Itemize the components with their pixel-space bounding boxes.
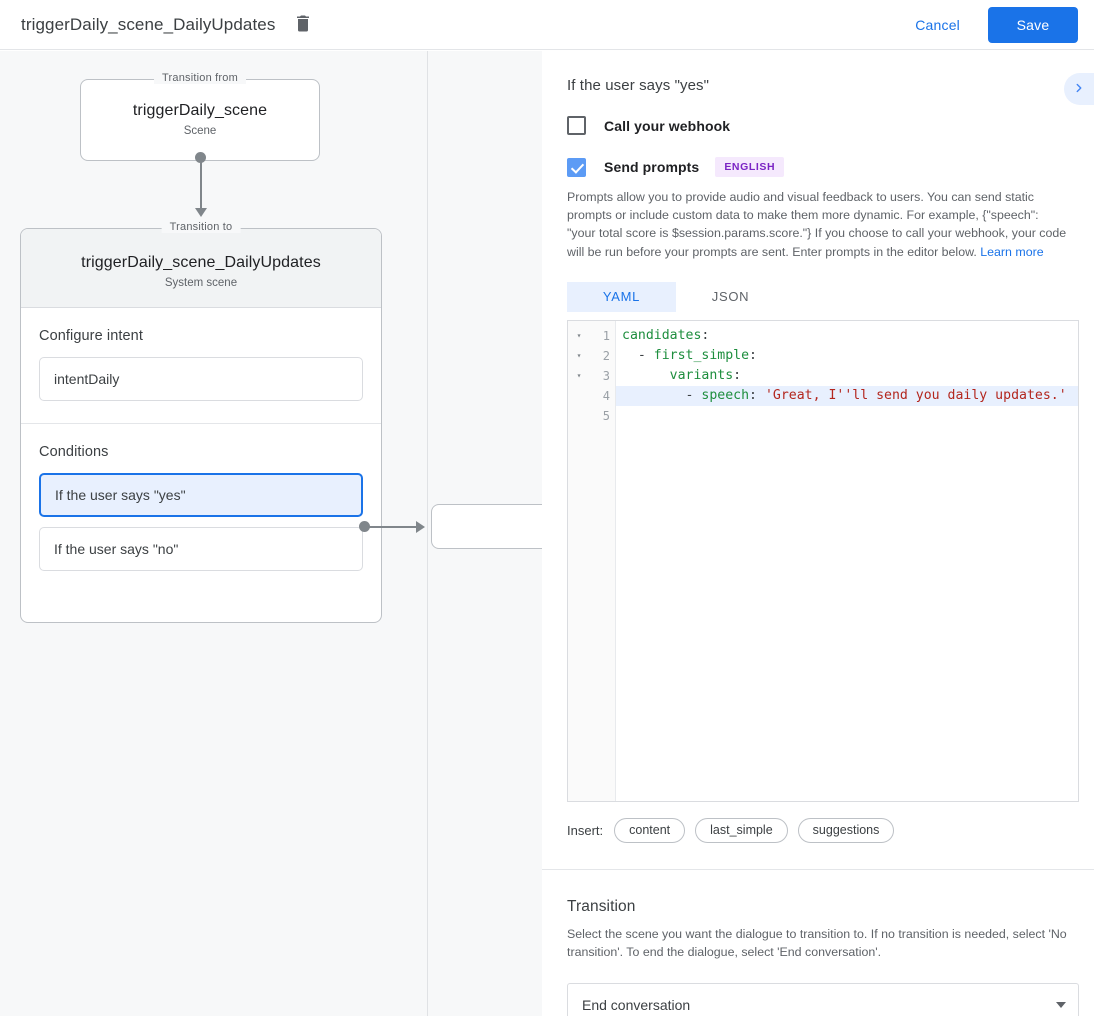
call-webhook-label: Call your webhook	[604, 117, 731, 134]
connector-line	[200, 158, 202, 212]
condition-connector-dot	[359, 521, 370, 532]
transition-select[interactable]: End conversation	[567, 983, 1079, 1016]
next-node-card[interactable]	[431, 504, 542, 549]
code-token: -	[622, 387, 702, 403]
transition-to-header[interactable]: triggerDaily_scene_DailyUpdates System s…	[21, 229, 381, 308]
condition-item-yes[interactable]: If the user says "yes"	[39, 473, 363, 517]
transition-description: Select the scene you want the dialogue t…	[567, 926, 1067, 960]
transition-from-node[interactable]: Transition from triggerDaily_scene Scene	[80, 72, 320, 161]
code-token: candidates	[622, 327, 702, 343]
condition-item-no[interactable]: If the user says "no"	[39, 527, 363, 571]
language-badge: ENGLISH	[715, 157, 785, 177]
section-divider	[542, 868, 1094, 870]
intent-field[interactable]: intentDaily	[39, 357, 363, 401]
insert-chip-content[interactable]: content	[614, 817, 686, 843]
transition-to-legend: Transition to	[161, 221, 241, 233]
code-token: :	[733, 367, 742, 383]
editor-code-line[interactable]: - speech: 'Great, I''ll send you daily u…	[616, 385, 1078, 406]
code-token: speech	[701, 387, 750, 403]
editor-fold-toggle[interactable]: ▾	[576, 370, 582, 380]
editor-line-number: 2	[602, 348, 610, 363]
transition-select-value: End conversation	[582, 997, 691, 1014]
prompts-help-text: Prompts allow you to provide audio and v…	[567, 188, 1069, 261]
editor-code-line[interactable]	[616, 406, 1078, 426]
conditions-label: Conditions	[39, 444, 109, 460]
top-bar-actions: Cancel Save	[901, 6, 1094, 43]
code-token	[622, 368, 670, 383]
save-button[interactable]: Save	[988, 6, 1078, 43]
send-prompts-checkbox[interactable]	[567, 157, 586, 177]
code-token: first_simple	[653, 347, 750, 363]
delete-button[interactable]	[290, 12, 316, 38]
code-token: :	[749, 387, 765, 403]
conditions-section: Conditions If the user says "yes" If the…	[21, 423, 381, 593]
editor-line-number: 5	[602, 408, 610, 423]
insert-row: Insert: content last_simple suggestions	[567, 817, 1069, 843]
tab-json[interactable]: JSON	[676, 282, 785, 312]
tab-yaml[interactable]: YAML	[567, 281, 676, 312]
editor-line-number: 1	[602, 328, 610, 343]
trash-icon	[295, 14, 311, 35]
insert-chip-last-simple[interactable]: last_simple	[695, 817, 788, 843]
editor-fold-toggle	[568, 406, 590, 426]
transition-from-subtitle: Scene	[183, 125, 217, 137]
chevron-down-icon	[1056, 1002, 1066, 1009]
connector-dot	[195, 152, 206, 163]
top-bar: triggerDaily_scene_DailyUpdates Cancel S…	[0, 0, 1094, 50]
insert-chip-suggestions[interactable]: suggestions	[797, 817, 895, 843]
code-token: -	[622, 347, 654, 363]
canvas-divider	[427, 51, 428, 1016]
learn-more-link[interactable]: Learn more	[980, 244, 1044, 259]
configure-intent-section: Configure intent intentDaily	[21, 308, 381, 423]
format-tabs: YAML JSON	[567, 281, 1069, 312]
editor-code-line[interactable]: - first_simple:	[616, 346, 1078, 366]
editor-line-numbers: 1 2 3 4 5	[590, 320, 616, 801]
chevron-right-icon	[1072, 81, 1086, 98]
code-token: :	[749, 347, 757, 363]
send-prompts-row[interactable]: Send prompts ENGLISH	[567, 157, 1069, 177]
cancel-button[interactable]: Cancel	[901, 8, 974, 42]
editor-code-line[interactable]: variants:	[616, 366, 1078, 386]
editor-fold-toggle	[568, 386, 590, 406]
transition-from-title: triggerDaily_scene	[132, 102, 268, 119]
editor-fold-gutter[interactable]: ▾ ▾ ▾	[568, 320, 590, 801]
editor-line-number: 4	[602, 388, 610, 403]
editor-line-number: 3	[602, 368, 610, 383]
condition-connector-arrow-icon	[416, 521, 425, 533]
configure-intent-label: Configure intent	[39, 328, 143, 344]
detail-panel-title: If the user says "yes"	[567, 77, 710, 94]
prompts-help-body: Prompts allow you to provide audio and v…	[567, 190, 1067, 259]
editor-code-line[interactable]: candidates:	[616, 326, 1078, 346]
detail-panel: If the user says "yes" Call your webhook…	[542, 51, 1094, 1016]
insert-label: Insert:	[567, 822, 604, 838]
collapse-panel-button[interactable]	[1064, 73, 1094, 105]
condition-connector-line	[369, 526, 419, 528]
page-title: triggerDaily_scene_DailyUpdates	[21, 14, 276, 34]
send-prompts-label: Send prompts	[604, 159, 700, 175]
prompt-code-editor[interactable]: ▾ ▾ ▾ 1 2 3 4 5 candidates: - first_simple: va…	[567, 319, 1079, 802]
transition-to-title: triggerDaily_scene_DailyUpdates	[81, 254, 321, 271]
code-token: 'Great, I''ll send you daily updates.'	[764, 387, 1067, 403]
flow-canvas[interactable]: Transition from triggerDaily_scene Scene…	[0, 51, 542, 1016]
call-webhook-row[interactable]: Call your webhook	[567, 116, 1069, 135]
transition-to-node: Transition to triggerDaily_scene_DailyUp…	[20, 221, 382, 623]
editor-code-area[interactable]: candidates: - first_simple: variants: - …	[616, 321, 1078, 801]
connector-arrow-icon	[195, 208, 207, 217]
transition-from-legend: Transition from	[154, 72, 246, 84]
code-token: variants	[669, 367, 734, 383]
transition-to-subtitle: System scene	[164, 277, 238, 289]
call-webhook-checkbox[interactable]	[567, 116, 586, 135]
transition-section-title: Transition	[567, 897, 636, 915]
detail-panel-body: Call your webhook Send prompts ENGLISH P…	[542, 116, 1094, 1016]
editor-fold-toggle[interactable]: ▾	[576, 330, 582, 340]
editor-fold-toggle[interactable]: ▾	[576, 350, 582, 360]
code-token: :	[701, 327, 710, 343]
